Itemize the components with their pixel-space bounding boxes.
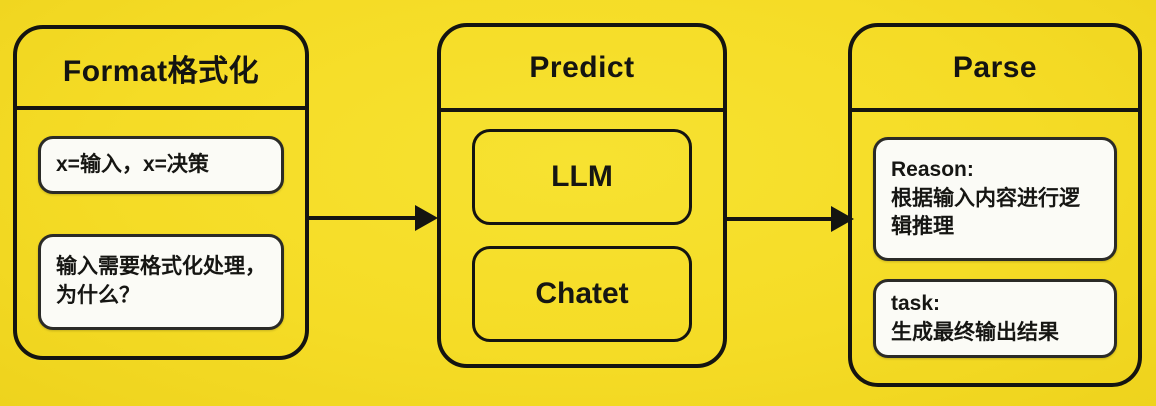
node-predict-body: LLM Chatet [441, 112, 723, 372]
node-format-title: Format格式化 [62, 54, 260, 88]
node-format-header: Format格式化 [17, 29, 305, 110]
parse-reason-label: Reason: [891, 157, 974, 181]
node-predict: Predict LLM Chatet [437, 23, 727, 368]
arrowhead-icon [415, 205, 438, 231]
node-predict-title: Predict [529, 50, 635, 84]
format-item-why-format: 输入需要格式化处理，为什么？ [38, 234, 284, 330]
arrow-predict-to-parse [727, 206, 854, 232]
parse-reason-desc: 根据输入内容进行逻辑推理 [891, 186, 1080, 239]
format-item-input-definition: x=输入，x=决策 [38, 136, 284, 194]
arrow-line [727, 216, 831, 222]
arrow-line [309, 215, 415, 221]
parse-task-desc: 生成最终输出结果 [891, 320, 1059, 344]
arrow-format-to-predict [309, 205, 438, 231]
node-parse: Parse Reason: 根据输入内容进行逻辑推理 task: 生成最终输出结… [848, 23, 1142, 387]
node-parse-title: Parse [952, 50, 1038, 84]
parse-item-task: task: 生成最终输出结果 [873, 279, 1117, 358]
node-format: Format格式化 x=输入，x=决策 输入需要格式化处理，为什么？ [13, 25, 309, 360]
node-format-body: x=输入，x=决策 输入需要格式化处理，为什么？ [17, 110, 305, 356]
node-parse-body: Reason: 根据输入内容进行逻辑推理 task: 生成最终输出结果 [852, 112, 1138, 391]
node-predict-header: Predict [441, 27, 723, 112]
node-parse-header: Parse [852, 27, 1138, 112]
parse-task-label: task: [891, 291, 941, 315]
parse-item-reason: Reason: 根据输入内容进行逻辑推理 [873, 137, 1117, 261]
predict-item-chatet: Chatet [472, 246, 692, 342]
predict-item-llm: LLM [472, 129, 692, 225]
